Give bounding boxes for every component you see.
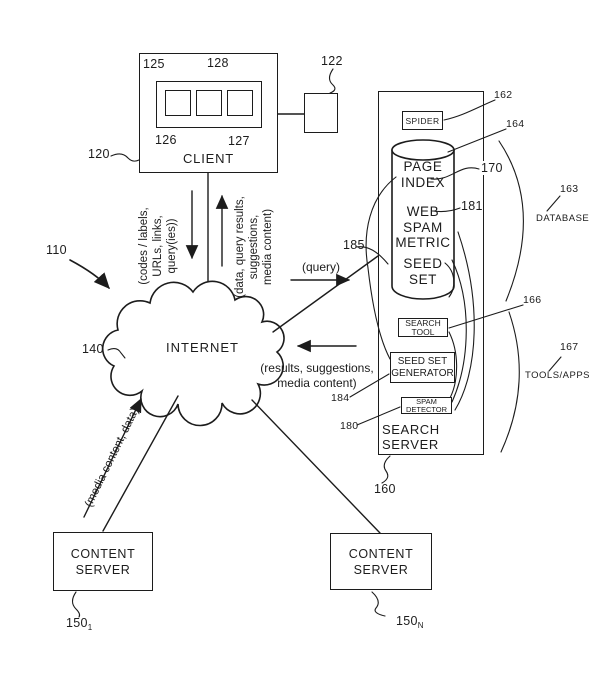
content-server-right-label: CONTENT SERVER <box>348 546 414 577</box>
client-slot-1 <box>165 90 191 116</box>
seed-set-generator-label: SEED SET GENERATOR <box>391 356 454 379</box>
ref-125: 125 <box>143 57 165 71</box>
ref-150-n-num: 150 <box>396 614 418 628</box>
ref-126: 126 <box>155 133 177 147</box>
internet-server-line <box>272 255 379 333</box>
spam-detector-box: SPAM DETECTOR <box>401 397 452 414</box>
ref-160: 160 <box>374 482 396 496</box>
spam-detector-label: SPAM DETECTOR <box>405 396 448 414</box>
content-server-left-box: CONTENT SERVER <box>53 532 153 591</box>
ref-127: 127 <box>228 134 250 148</box>
interconnect-curves <box>365 140 524 453</box>
search-server-title: SEARCH SERVER <box>382 422 440 452</box>
ref-185: 185 <box>343 238 365 252</box>
media-upload-arrow <box>83 397 142 518</box>
query-annotation: (query) <box>301 260 340 274</box>
client-slot-3 <box>227 90 253 116</box>
ref-110: 110 <box>46 243 67 257</box>
client-title: CLIENT <box>182 151 235 166</box>
spider-label: SPIDER <box>405 115 440 126</box>
system-pointer-arrow <box>69 259 110 289</box>
results-annotation: (results, suggestions, media content) <box>260 361 374 390</box>
ref-122: 122 <box>321 54 343 68</box>
seed-set-generator-box: SEED SET GENERATOR <box>390 352 455 383</box>
ref-140: 140 <box>82 342 104 356</box>
internet-content-right-line <box>251 399 381 534</box>
ref-181: 181 <box>461 199 483 213</box>
ref-150-n-sub: N <box>417 621 424 630</box>
tools-apps-group-label: TOOLS/APPS <box>525 370 591 381</box>
ref-184: 184 <box>331 392 350 404</box>
page-index-label: PAGE INDEX <box>400 159 446 190</box>
ref-164: 164 <box>506 118 525 130</box>
ref-120: 120 <box>88 147 110 161</box>
search-server-box <box>378 91 484 455</box>
ref-150-1: 1501 <box>66 616 93 632</box>
content-server-left-label: CONTENT SERVER <box>70 546 136 577</box>
web-spam-metric-label: WEB SPAM METRIC <box>395 204 451 250</box>
ref-170: 170 <box>481 161 503 175</box>
internet-label: INTERNET <box>166 340 239 355</box>
client-slot-2 <box>196 90 222 116</box>
device-box <box>304 93 338 133</box>
seed-set-label: SEED SET <box>403 256 443 287</box>
ref-180: 180 <box>340 420 359 432</box>
ref-150-1-sub: 1 <box>87 623 93 632</box>
client-up-annotation: (data, query results, suggestions, media… <box>234 196 274 298</box>
ref-150-1-num: 150 <box>66 616 88 630</box>
ref-167: 167 <box>560 341 579 353</box>
search-tool-box: SEARCH TOOL <box>398 318 448 337</box>
content-left-internet-line <box>102 395 179 532</box>
content-server-right-box: CONTENT SERVER <box>330 533 432 590</box>
spider-box: SPIDER <box>402 111 443 130</box>
ref-162: 162 <box>494 89 513 101</box>
ref-163: 163 <box>560 183 579 195</box>
database-group-label: DATABASE <box>536 213 590 224</box>
client-down-annotation: (codes / labels, URLs, links, query(ies)… <box>138 207 178 285</box>
ref-128: 128 <box>207 56 229 70</box>
ref-150-n: 150N <box>396 614 424 630</box>
internet-cloud <box>101 280 285 427</box>
ref-166: 166 <box>523 294 542 306</box>
search-tool-label: SEARCH TOOL <box>405 317 441 337</box>
